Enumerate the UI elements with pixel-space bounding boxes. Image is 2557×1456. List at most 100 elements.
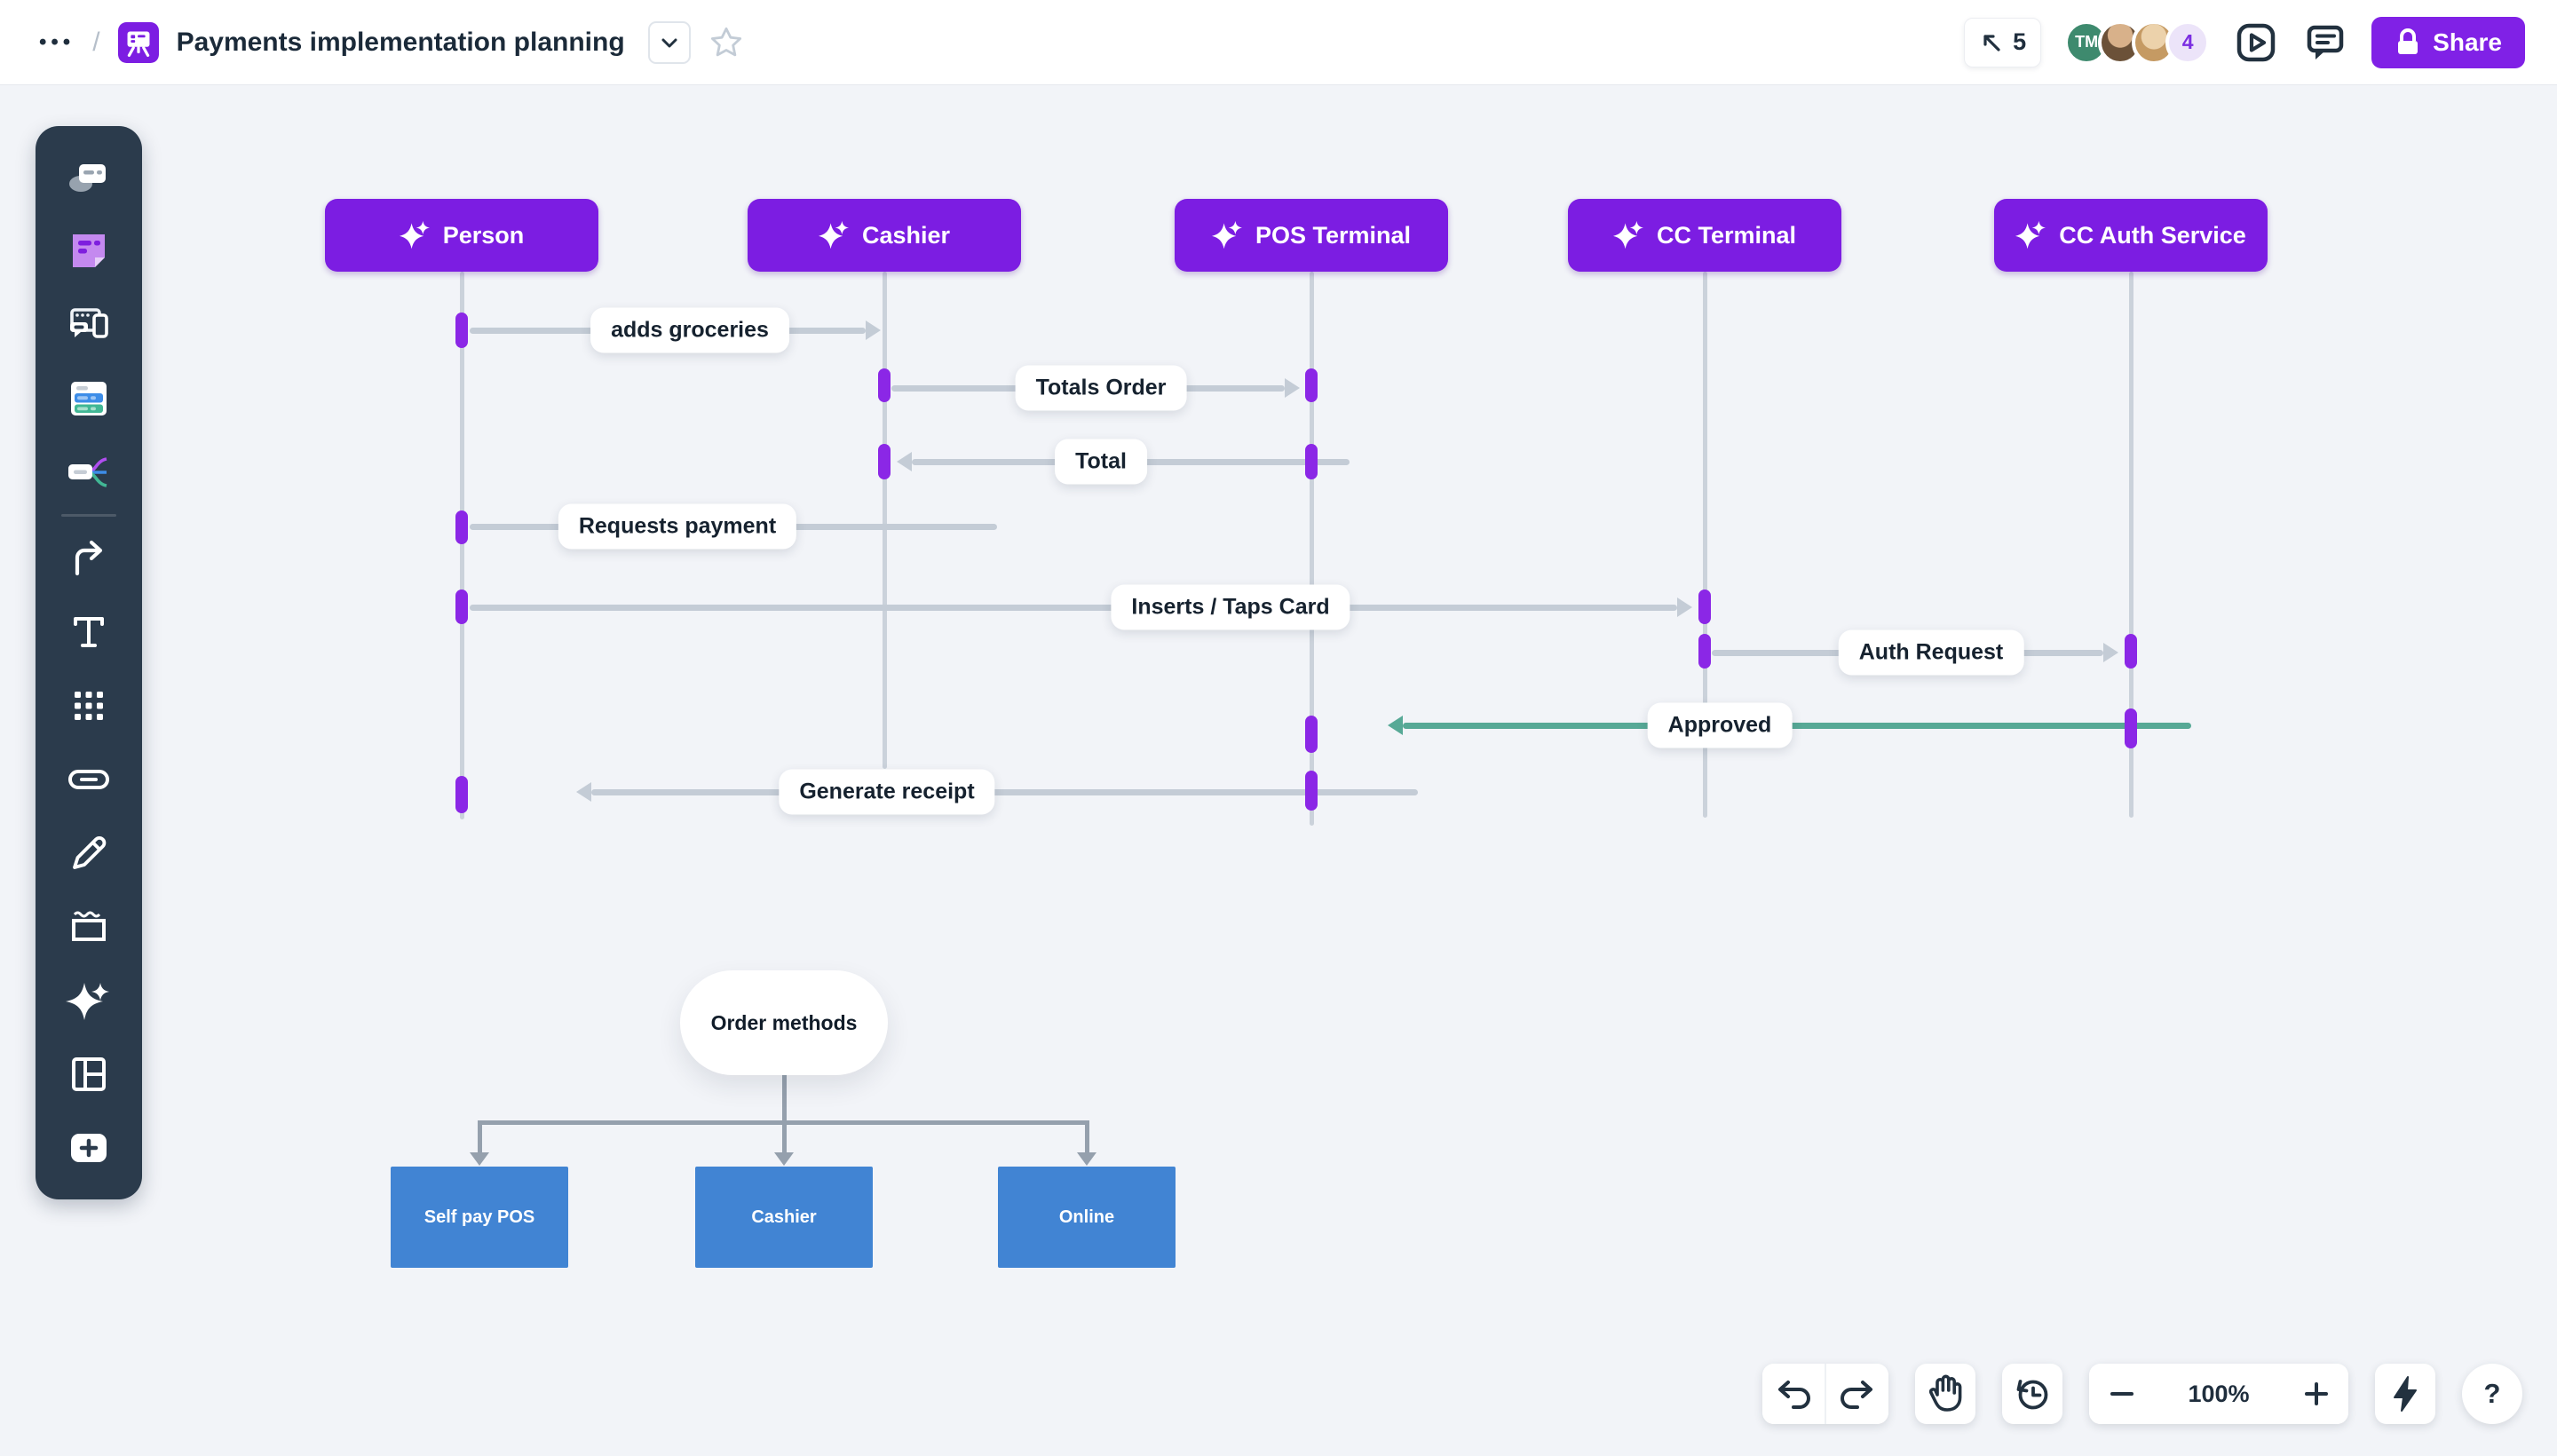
activation-bar[interactable] (1305, 368, 1318, 402)
flowchart-arrowhead (470, 1152, 489, 1166)
layout-icon (72, 1057, 106, 1091)
quick-actions-button[interactable] (2375, 1364, 2435, 1424)
flowchart-node[interactable]: Cashier (695, 1167, 873, 1268)
zoom-in-button[interactable] (2284, 1364, 2348, 1424)
help-button[interactable]: ? (2462, 1364, 2522, 1424)
history-icon (2016, 1380, 2048, 1410)
lightning-icon (2394, 1376, 2417, 1412)
play-icon (2236, 23, 2276, 61)
flowchart-root-node[interactable]: Order methods (680, 970, 888, 1075)
activation-bar[interactable] (1698, 634, 1711, 669)
activation-bar[interactable] (1305, 444, 1318, 479)
arrowhead-left (1388, 716, 1403, 735)
tool-connector[interactable] (62, 532, 115, 585)
sparkle-icon (2015, 220, 2046, 249)
tool-layout[interactable] (62, 1048, 115, 1101)
activation-bar[interactable] (2125, 708, 2137, 748)
message-label[interactable]: Generate receipt (779, 769, 995, 815)
tool-cards[interactable] (62, 372, 115, 425)
comments-button[interactable] (2302, 20, 2348, 66)
board-menu-button[interactable] (647, 20, 691, 64)
history-button[interactable] (2002, 1364, 2062, 1424)
tool-ai[interactable] (62, 974, 115, 1027)
activation-bar[interactable] (878, 444, 891, 479)
message-label[interactable]: Approved (1647, 702, 1793, 748)
hand-tool-button[interactable] (1915, 1364, 1975, 1424)
actor-label: Person (442, 221, 525, 249)
divider (1825, 1364, 1826, 1424)
tool-frame[interactable] (62, 900, 115, 954)
mindmap-icon (68, 457, 107, 487)
star-icon (710, 27, 741, 56)
actor-box[interactable]: Cashier (748, 199, 1021, 272)
activation-bar[interactable] (455, 776, 468, 813)
zoom-out-button[interactable] (2089, 1364, 2154, 1424)
actor-label: POS Terminal (1255, 221, 1412, 249)
zoom-level[interactable]: 100% (2188, 1380, 2250, 1407)
message-label[interactable]: Auth Request (1838, 629, 2024, 676)
avatar-overflow-count[interactable]: 4 (2165, 20, 2211, 65)
message-label[interactable]: Requests payment (558, 503, 797, 550)
redo-button[interactable] (1826, 1364, 1888, 1424)
flowchart-drop (1084, 1120, 1089, 1152)
share-label: Share (2433, 28, 2502, 56)
tool-link[interactable] (62, 753, 115, 806)
actor-box[interactable]: POS Terminal (1175, 199, 1448, 272)
flowchart-drop (781, 1120, 787, 1152)
undo-button[interactable] (1762, 1364, 1825, 1424)
tool-screens[interactable] (62, 298, 115, 352)
flowchart-arrowhead (1077, 1152, 1096, 1166)
message-label[interactable]: Total (1055, 439, 1147, 485)
toolbar-divider (61, 514, 116, 517)
tool-add[interactable] (62, 1121, 115, 1175)
message-label[interactable]: Inserts / Taps Card (1111, 584, 1350, 630)
present-button[interactable] (2233, 20, 2279, 66)
actor-box[interactable]: CC Auth Service (1994, 199, 2268, 272)
flowchart-arrowhead (774, 1152, 794, 1166)
message-label[interactable]: Totals Order (1015, 365, 1187, 411)
pencil-icon (73, 836, 107, 869)
activation-bar[interactable] (1305, 771, 1318, 811)
tool-sticky-note[interactable] (62, 225, 115, 278)
lifeline (2128, 272, 2133, 818)
tool-templates[interactable] (62, 151, 115, 204)
activation-bar[interactable] (2125, 634, 2137, 669)
actor-label: CC Terminal (1656, 221, 1797, 249)
arrowhead-right (2103, 643, 2118, 662)
message-label[interactable]: adds groceries (590, 307, 789, 353)
flowchart-node[interactable]: Online (998, 1167, 1176, 1268)
presence-indicator[interactable]: 5 (1964, 17, 2042, 67)
lock-icon (2398, 28, 2418, 54)
lifeline (1309, 272, 1314, 826)
share-button[interactable]: Share (2371, 16, 2525, 68)
lifeline (1702, 272, 1707, 818)
plus-icon (71, 1134, 107, 1162)
activation-bar[interactable] (455, 590, 468, 624)
activation-bar[interactable] (1305, 716, 1318, 753)
message-line (470, 604, 1677, 611)
actor-box[interactable]: CC Terminal (1568, 199, 1841, 272)
link-icon (68, 770, 109, 789)
board-title[interactable]: Payments implementation planning (176, 27, 625, 57)
screens-icon (70, 308, 108, 338)
flowchart-drop (477, 1120, 482, 1152)
tool-apps[interactable] (62, 679, 115, 732)
tool-text[interactable] (62, 605, 115, 659)
flowchart-node[interactable]: Self pay POS (391, 1167, 568, 1268)
actor-box[interactable]: Person (325, 199, 598, 272)
activation-bar[interactable] (455, 510, 468, 544)
sparkle-icon (1211, 220, 1242, 249)
main-menu-button[interactable]: ••• (39, 29, 75, 54)
text-icon (74, 617, 104, 647)
activation-bar[interactable] (878, 368, 891, 402)
activation-bar[interactable] (455, 313, 468, 348)
creation-toolbar (36, 126, 142, 1199)
redo-icon (1841, 1381, 1872, 1409)
favorite-star-button[interactable] (709, 25, 744, 60)
connector-arrow-icon (75, 540, 103, 576)
actor-label: CC Auth Service (2059, 221, 2246, 249)
tool-pencil[interactable] (62, 827, 115, 880)
tool-mindmap[interactable] (62, 446, 115, 499)
activation-bar[interactable] (1698, 590, 1711, 624)
